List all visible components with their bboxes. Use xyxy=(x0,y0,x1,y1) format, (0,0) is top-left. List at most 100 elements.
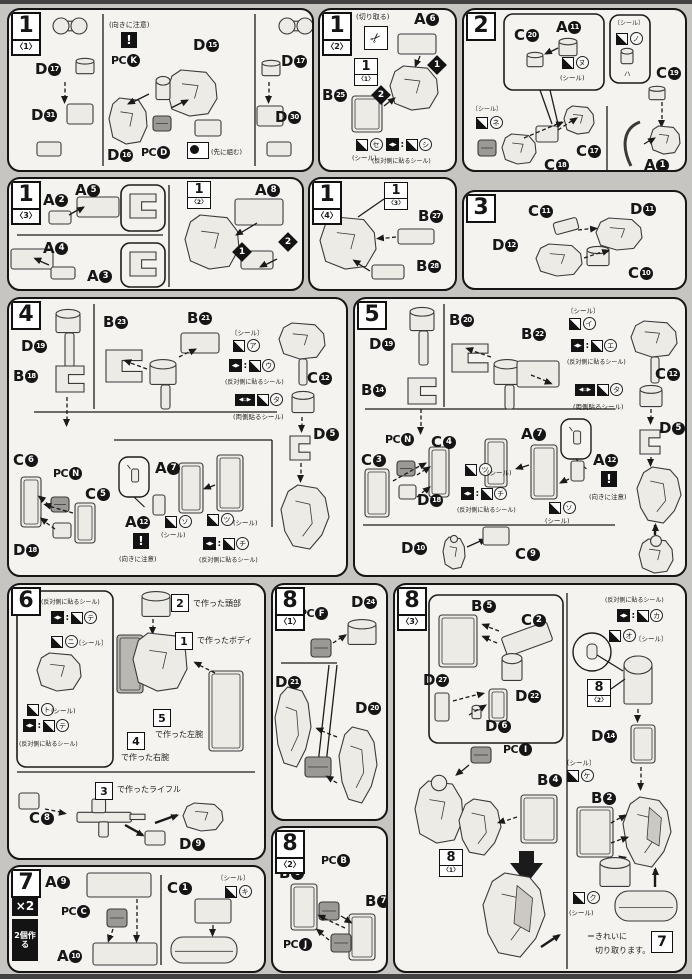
part-drawing xyxy=(526,51,544,68)
seal-square-icon xyxy=(480,487,493,500)
part-drawing xyxy=(434,692,450,722)
part-number: 2 xyxy=(602,791,616,805)
step-reference: 3 xyxy=(95,782,113,800)
seal-icon: ツ xyxy=(207,513,234,526)
assembly-arrow xyxy=(583,249,611,259)
part-number: 12 xyxy=(504,238,518,252)
seal-letter: ト xyxy=(40,703,54,716)
part-number: 4 xyxy=(55,241,69,255)
step-number-text: 8 xyxy=(282,831,298,856)
part-letter: C xyxy=(515,545,526,563)
part-letter: C xyxy=(514,26,525,44)
step-number: 8〈3〉 xyxy=(397,587,427,631)
part-number: 2 xyxy=(532,613,546,627)
warning-icon: ! xyxy=(601,471,617,487)
seal-letter: ソ xyxy=(178,515,192,528)
part-drawing xyxy=(397,33,437,55)
part-number: 19 xyxy=(667,66,681,80)
part-letter: A xyxy=(521,425,533,443)
colon-separator: : xyxy=(65,612,70,623)
mirror-arrows-icon: ◀▶ xyxy=(617,609,630,622)
part-drawing xyxy=(364,468,390,518)
step-reference-number: 1 xyxy=(361,59,371,74)
mirror-arrows-icon: ◀▶ xyxy=(386,138,399,151)
part-number: 24 xyxy=(363,595,377,609)
seal-square-icon xyxy=(225,885,237,898)
annotation-text: (切り取る) xyxy=(356,13,390,21)
part-letter: B xyxy=(13,367,24,385)
quantity-note: 2個作る xyxy=(12,919,38,961)
seal-letter: ツ xyxy=(220,513,234,526)
annotation-text: (両側貼るシール) xyxy=(573,403,624,411)
part-drawing xyxy=(310,638,332,658)
warning-icon: ! xyxy=(121,32,137,48)
part-drawing xyxy=(278,17,312,35)
part-number: 10 xyxy=(69,949,83,963)
part-drawing xyxy=(470,746,492,764)
annotation-text: で作ったライフル xyxy=(117,785,181,794)
part-number: 22 xyxy=(532,327,546,341)
part-number: D xyxy=(157,146,171,159)
part-number: K xyxy=(127,54,141,67)
part-letter: C xyxy=(544,156,555,172)
seal-icon: ト xyxy=(27,703,54,716)
part-letter: C xyxy=(656,64,667,82)
part-number: 21 xyxy=(198,311,212,325)
part-letter: D xyxy=(281,52,293,70)
annotation-text: (シール) xyxy=(51,707,76,715)
part-number: 12 xyxy=(137,515,151,529)
seal-letter: ツ xyxy=(478,463,492,476)
assembly-order-number: 2 xyxy=(377,90,385,100)
panel-art xyxy=(414,593,678,969)
part-drawing xyxy=(639,384,663,408)
seal-square-icon xyxy=(549,501,561,514)
part-number: 25 xyxy=(333,88,347,102)
part-number: 3 xyxy=(99,269,113,283)
divider-line xyxy=(324,664,338,774)
part-letter: A xyxy=(57,947,69,965)
annotation-text: (反対側に貼るシール) xyxy=(199,557,258,564)
part-drawing xyxy=(106,908,128,928)
part-letter: D xyxy=(31,106,43,124)
annotation-text: (シール) xyxy=(352,154,377,162)
part-letter: D xyxy=(275,108,287,126)
part-letter: D xyxy=(179,835,191,853)
part-drawing xyxy=(648,85,666,101)
part-drawing xyxy=(278,322,326,360)
part-number: 20 xyxy=(367,701,381,715)
step-reference-number: 1 xyxy=(391,183,401,198)
part-number: 1 xyxy=(178,881,192,895)
annotation-text: 〔シール〕 xyxy=(75,639,108,647)
seal-square-icon xyxy=(569,317,581,330)
part-letter: D xyxy=(515,687,527,705)
part-drawing xyxy=(318,901,340,921)
part-drawing xyxy=(501,653,523,681)
part-drawing xyxy=(160,384,171,410)
seal-letter: チ xyxy=(236,537,250,550)
opposite-side-seal-icon: ◀▶:チ xyxy=(461,487,508,500)
black-circle xyxy=(190,145,199,154)
assembly-arrow xyxy=(466,538,488,548)
part-drawing xyxy=(208,670,244,752)
part-number: 7 xyxy=(167,461,181,475)
annotation-text: で作った右腕 xyxy=(121,753,169,762)
part-letter: C xyxy=(576,142,587,160)
callout-box xyxy=(609,14,651,84)
seal-square-icon xyxy=(590,339,603,352)
part-number: 9 xyxy=(57,875,71,889)
part-number: 27 xyxy=(435,673,449,687)
part-number: 16 xyxy=(119,148,133,162)
step-number-text: 5 xyxy=(364,302,380,327)
